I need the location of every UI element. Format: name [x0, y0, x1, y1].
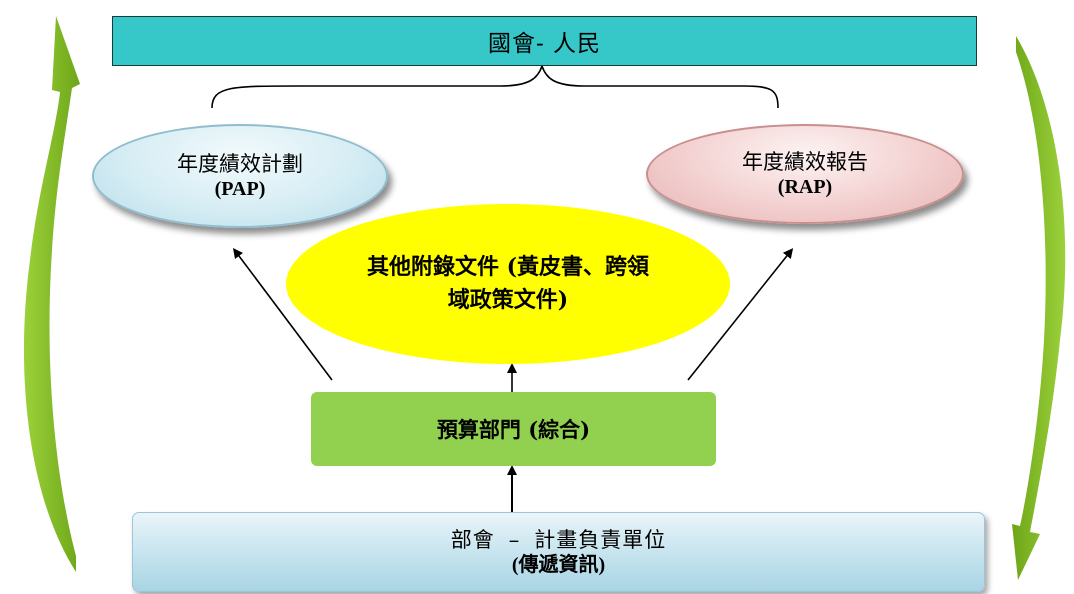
rap-title: 年度績效報告 — [742, 149, 868, 174]
budget-department-node: 預算部門 (綜合) — [311, 392, 716, 466]
ministry-title: 部會–計畫負責單位 — [451, 528, 667, 553]
rap-abbrev: (RAP) — [777, 175, 833, 198]
program-unit-label: 計畫負責單位 — [534, 527, 667, 552]
other-appendix-docs-node: 其他附錄文件 (黃皮書、跨領域政策文件) — [286, 204, 730, 364]
other-docs-label: 其他附錄文件 (黃皮書、跨領域政策文件) — [366, 254, 650, 313]
parliament-people-box: 國會- 人民 — [112, 16, 977, 66]
pap-abbrev: (PAP) — [214, 177, 266, 200]
budget-dept-label: 預算部門 (綜合) — [436, 417, 591, 442]
ministry-subtitle: (傳遞資訊) — [511, 553, 606, 576]
parliament-people-label: 國會- 人民 — [487, 31, 602, 57]
arrow-budget-to-rap — [687, 248, 794, 381]
right-cycle-arrow-icon — [1012, 36, 1066, 580]
ministry-label: 部會 — [450, 527, 495, 552]
annual-performance-plan-node: 年度績效計劃 (PAP) — [92, 124, 388, 228]
annual-performance-report-node: 年度績效報告 (RAP) — [646, 124, 964, 224]
brace-connector — [211, 63, 779, 109]
left-cycle-arrow-icon — [23, 16, 80, 572]
ministry-dash: – — [508, 527, 521, 552]
pap-title: 年度績效計劃 — [177, 151, 303, 176]
ministry-program-unit-node: 部會–計畫負責單位 (傳遞資訊) — [132, 512, 985, 592]
arrow-budget-to-pap — [233, 248, 333, 381]
